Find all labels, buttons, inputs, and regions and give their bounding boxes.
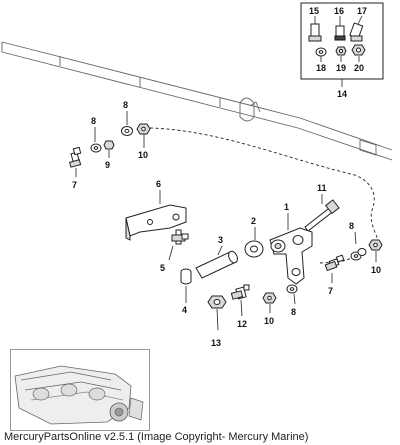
callout-20: 20	[354, 63, 364, 73]
nut-20	[351, 44, 366, 56]
callout-8-upper-left: 8	[91, 116, 96, 126]
stud-7-left	[69, 146, 82, 168]
bracket-6	[125, 204, 187, 241]
bolt-5	[171, 229, 189, 245]
bolt-11	[304, 199, 340, 232]
copyright-footer: MercuryPartsOnline v2.5.1 (Image Copyrig…	[4, 431, 309, 443]
callout-17: 17	[357, 6, 367, 16]
callout-10-right: 10	[371, 265, 381, 275]
washer-8-left	[90, 143, 102, 153]
fuel-rail	[1, 41, 393, 161]
nut-13	[207, 295, 227, 309]
washer-18	[315, 47, 327, 57]
callout-13: 13	[211, 338, 221, 348]
upper-left-hardware: 8 10 8 9 7	[69, 100, 151, 190]
inset-kit-box: 14 15 16 17 18 19	[300, 2, 384, 99]
callout-10-bottom: 10	[264, 316, 274, 326]
nut-9	[103, 140, 115, 150]
callout-12: 12	[237, 319, 247, 329]
callout-10-upper: 10	[138, 150, 148, 160]
callout-1: 1	[284, 202, 289, 212]
callout-16: 16	[334, 6, 344, 16]
washer-8-bottom	[286, 284, 298, 294]
stud-16	[334, 25, 346, 41]
washer-8-upper	[121, 126, 133, 136]
spacer-tube-3	[195, 250, 238, 279]
nut-19	[335, 46, 347, 56]
callout-4: 4	[182, 305, 187, 315]
sleeve-4	[180, 268, 192, 285]
callout-7-left: 7	[72, 180, 77, 190]
stud-17	[349, 22, 364, 42]
nut-10-upper	[136, 123, 151, 135]
washers-8-right	[350, 248, 367, 261]
callout-15: 15	[309, 6, 319, 16]
callout-8-right: 8	[349, 221, 354, 231]
callout-19: 19	[336, 63, 346, 73]
callout-9: 9	[105, 160, 110, 170]
callout-2: 2	[251, 216, 256, 226]
callout-7-right: 7	[328, 286, 333, 296]
callout-8-upper-right: 8	[123, 100, 128, 110]
fitting-12	[230, 284, 250, 300]
callout-3: 3	[218, 235, 223, 245]
sensor-bracket-1	[269, 227, 313, 285]
stud-15	[308, 23, 322, 42]
callout-6: 6	[156, 179, 161, 189]
dashed-route-lower	[319, 257, 353, 264]
callout-18: 18	[316, 63, 326, 73]
stud-7-right	[324, 254, 345, 272]
dashed-route-upper	[149, 127, 379, 245]
engine-thumbnail-drawing	[14, 365, 144, 425]
engine-locator-thumbnail	[10, 349, 150, 431]
callout-5: 5	[160, 263, 165, 273]
washer-2	[244, 240, 264, 258]
nut-10-right	[368, 239, 383, 251]
callout-8-bottom: 8	[291, 307, 296, 317]
callout-14: 14	[337, 89, 347, 99]
nut-10-bottom	[262, 292, 277, 304]
callout-11: 11	[317, 183, 327, 193]
